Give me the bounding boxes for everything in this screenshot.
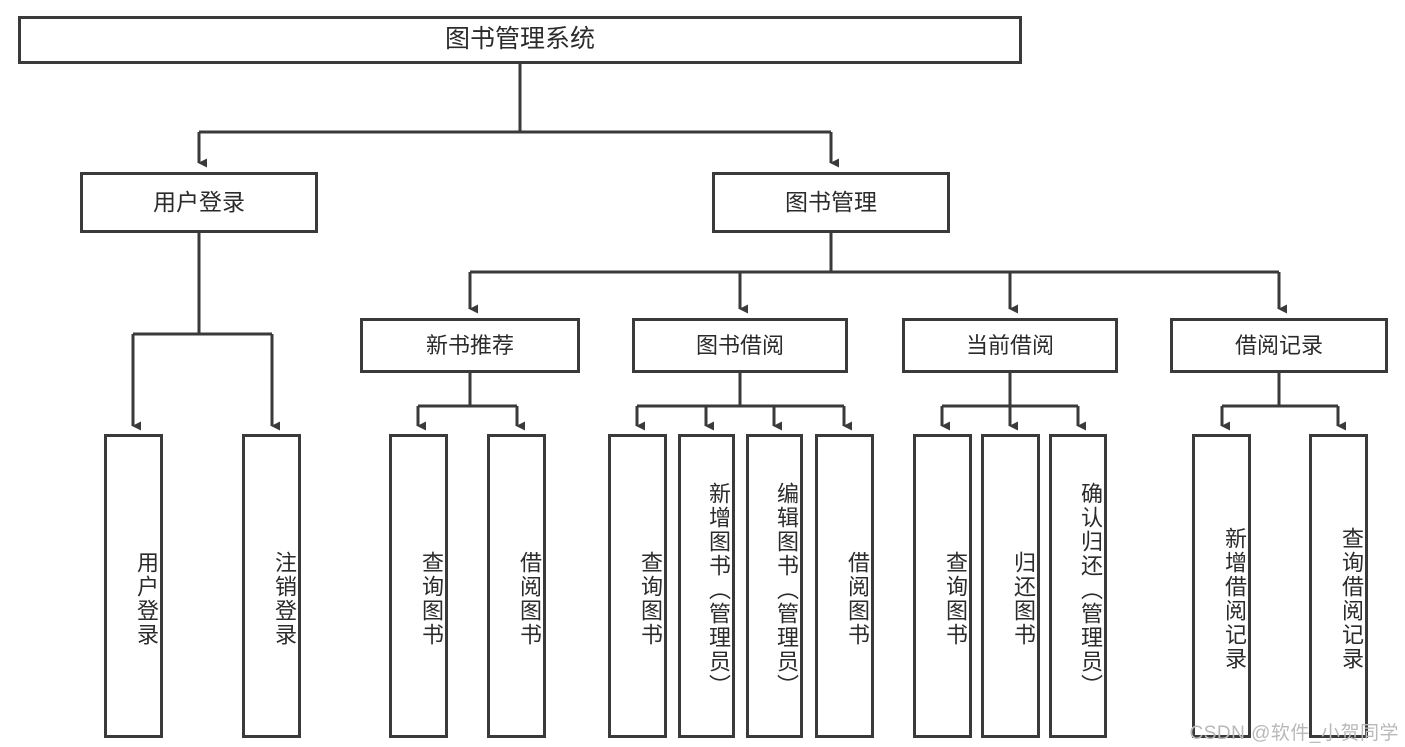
node-user-login[interactable]: 用户登录 [80,172,318,233]
watermark-text: CSDN @软件_小贺同学 [1189,723,1399,744]
leaf-edit-book-admin[interactable]: 编辑图书（管理员） [746,434,803,738]
leaf-query-book-borrow[interactable]: 查询图书 [608,434,667,738]
node-borrow-record[interactable]: 借阅记录 [1170,318,1388,373]
leaf-borrow-book-recommend[interactable]: 借阅图书 [487,434,546,738]
leaf-user-login[interactable]: 用户登录 [104,434,163,738]
leaf-confirm-return-admin[interactable]: 确认归还（管理员） [1049,434,1107,738]
leaf-query-borrow-record[interactable]: 查询借阅记录 [1309,434,1368,738]
leaf-query-book-recommend[interactable]: 查询图书 [389,434,448,738]
leaf-logout[interactable]: 注销登录 [242,434,301,738]
node-current-borrow[interactable]: 当前借阅 [902,318,1118,373]
node-new-book-recommend[interactable]: 新书推荐 [360,318,580,373]
leaf-return-book[interactable]: 归还图书 [981,434,1040,738]
leaf-add-book-admin[interactable]: 新增图书（管理员） [678,434,735,738]
node-book-management[interactable]: 图书管理 [712,172,950,233]
leaf-add-borrow-record[interactable]: 新增借阅记录 [1192,434,1251,738]
node-root-system[interactable]: 图书管理系统 [18,16,1022,64]
node-book-borrow[interactable]: 图书借阅 [632,318,848,373]
leaf-query-book-current[interactable]: 查询图书 [913,434,972,738]
leaf-borrow-book[interactable]: 借阅图书 [815,434,874,738]
